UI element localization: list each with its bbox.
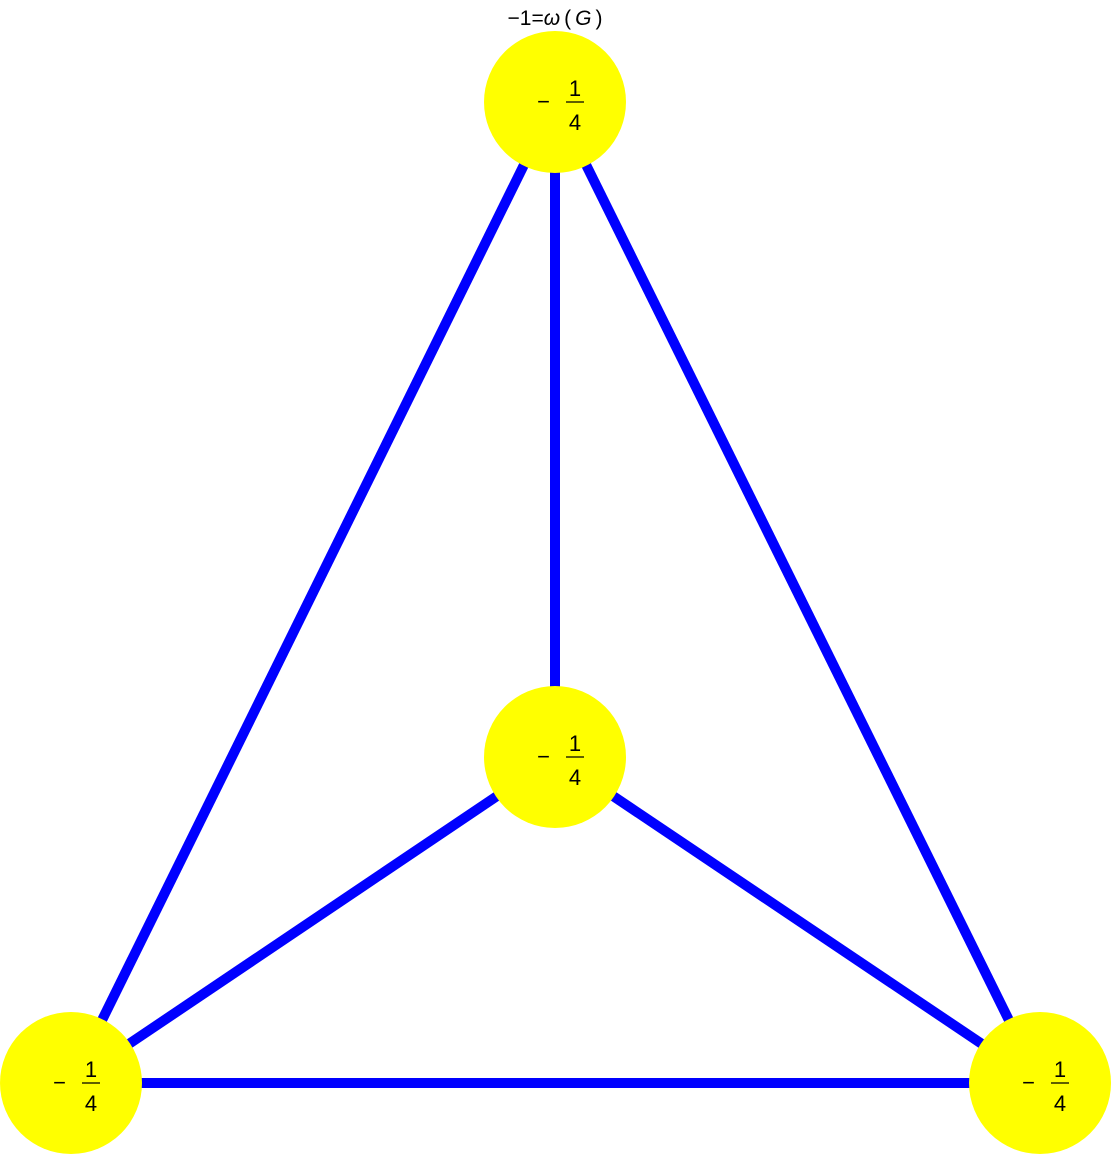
node-circle	[484, 31, 626, 173]
edge-center-bottom-right	[552, 752, 1043, 1088]
node-denominator: 4	[1054, 1091, 1066, 1116]
node-sign: −	[537, 744, 550, 769]
node-numerator: 1	[569, 76, 581, 101]
edge-top-bottom-left	[66, 99, 560, 1086]
node-bottom-right: −1 4	[969, 1012, 1111, 1154]
node-circle	[484, 686, 626, 828]
caption-graph-symbol: G	[575, 7, 591, 30]
node-layer: −14−14−14−14	[0, 31, 1111, 1154]
node-denominator: 4	[569, 110, 581, 135]
node-sign: −	[1022, 1070, 1035, 1095]
node-sign: −	[53, 1070, 66, 1095]
node-center: −1 4	[484, 686, 626, 828]
node-denominator: 4	[569, 765, 581, 790]
caption-omega: ω	[544, 7, 560, 30]
edge-top-bottom-right	[550, 99, 1045, 1086]
node-denominator: 4	[85, 1091, 97, 1116]
node-circle	[969, 1012, 1111, 1154]
node-numerator: 1	[1054, 1057, 1066, 1082]
node-sign: −	[537, 89, 550, 114]
node-numerator: 1	[85, 1057, 97, 1082]
edge-layer	[66, 99, 1045, 1088]
node-numerator: 1	[569, 731, 581, 756]
caption-open-paren: (	[564, 7, 571, 30]
graph-caption: −1=ω(G)	[508, 7, 603, 30]
node-circle	[0, 1012, 142, 1154]
node-bottom-left: −1 4	[0, 1012, 142, 1154]
node-top: −1 4	[484, 31, 626, 173]
edge-center-bottom-left	[68, 752, 558, 1088]
caption-close-paren: )	[595, 7, 602, 30]
caption-prefix: −1=	[508, 7, 544, 30]
